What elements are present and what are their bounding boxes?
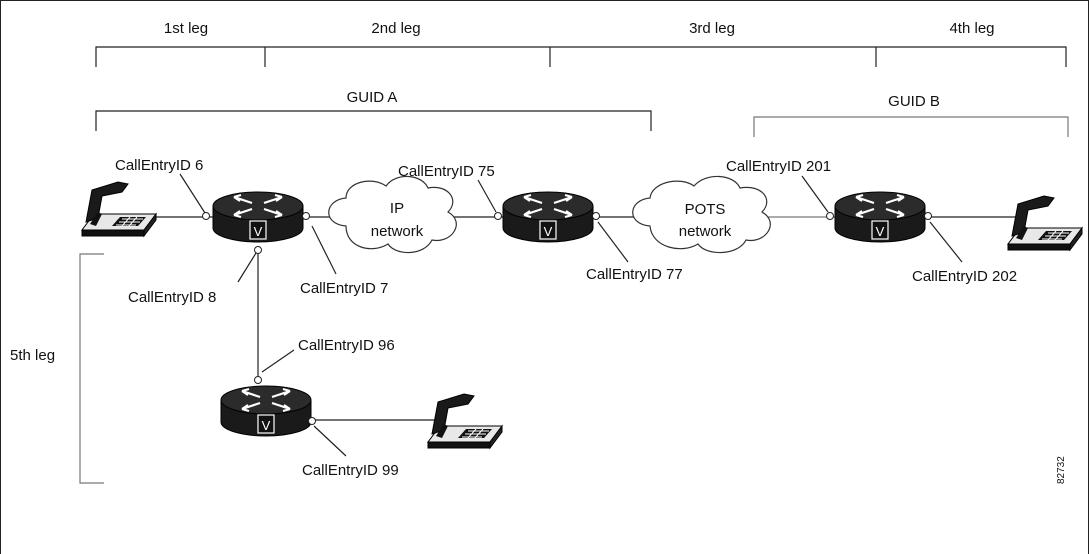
port-id202	[924, 212, 932, 220]
router-2: V	[501, 190, 595, 244]
leg-label-3: 3rd leg	[689, 20, 735, 37]
port-id75	[494, 212, 502, 220]
guid-a-label: GUID A	[347, 89, 398, 106]
leg-label-4: 4th leg	[949, 20, 994, 37]
ip-network-label-line1: IP	[390, 200, 404, 217]
callentry-6-label: CallEntryID 6	[115, 157, 203, 174]
leg-brackets	[95, 46, 1067, 67]
port-id8	[254, 246, 262, 254]
pots-network-label-line1: POTS	[685, 201, 726, 218]
port-id77	[592, 212, 600, 220]
leg-bracket-top	[95, 46, 1067, 67]
router-4: V	[219, 384, 313, 438]
leg-label-1: 1st leg	[164, 20, 208, 37]
guid-b-bracket	[753, 116, 1069, 137]
callentry-75-label: CallEntryID 75	[398, 163, 495, 180]
phone-bottom-icon	[427, 393, 503, 449]
router-4-badge: V	[262, 418, 271, 433]
router-1: V	[211, 190, 305, 244]
leg-bracket-5	[79, 253, 104, 484]
figure-number: 82732	[1056, 456, 1067, 484]
port-id99	[308, 417, 316, 425]
phone-left-icon	[81, 181, 157, 237]
ports	[202, 212, 932, 425]
ip-network-label-line2: network	[371, 223, 424, 240]
router-1-badge: V	[254, 224, 263, 239]
phone-right-icon	[1007, 195, 1083, 251]
callentry-77-label: CallEntryID 77	[586, 266, 683, 283]
router-3-badge: V	[876, 224, 885, 239]
leg-label-2: 2nd leg	[371, 20, 420, 37]
router-3: V	[833, 190, 927, 244]
port-id96	[254, 376, 262, 384]
callentry-201-label: CallEntryID 201	[726, 158, 831, 175]
guid-a-bracket	[95, 110, 652, 131]
callentry-99-label: CallEntryID 99	[302, 462, 399, 479]
callentry-8-label: CallEntryID 8	[128, 289, 216, 306]
pots-network-cloud	[632, 175, 771, 254]
pots-network-label-line2: network	[679, 223, 732, 240]
callentry-7-label: CallEntryID 7	[300, 280, 388, 297]
callentry-96-label: CallEntryID 96	[298, 337, 395, 354]
guid-b-label: GUID B	[888, 93, 940, 110]
leg-label-5: 5th leg	[10, 347, 55, 364]
router-2-badge: V	[544, 224, 553, 239]
port-id7	[302, 212, 310, 220]
port-id201	[826, 212, 834, 220]
port-id6	[202, 212, 210, 220]
callentry-202-label: CallEntryID 202	[912, 268, 1017, 285]
ip-network-cloud	[328, 175, 457, 254]
